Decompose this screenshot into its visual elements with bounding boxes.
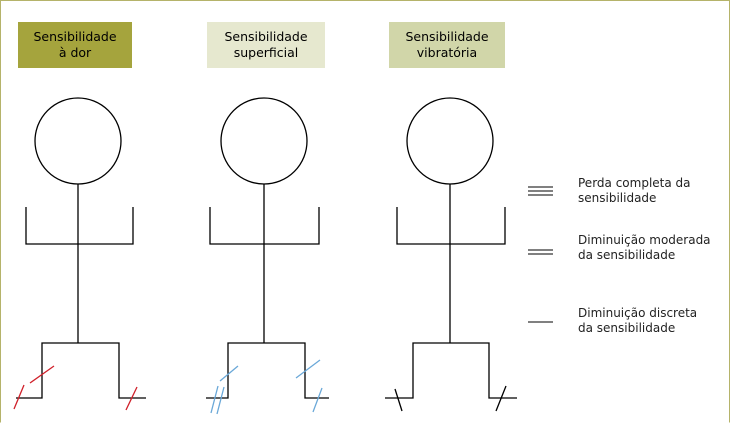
figure-arms [396,207,506,245]
legend-label-complete-loss: Perda completa da sensibilidade [578,176,691,205]
legend-label-moderate-decrease: Diminuição moderada da sensibilidade [578,233,711,262]
stick-figure-superficial [206,97,329,399]
legend-symbol-complete-loss [528,186,553,196]
legend-label-discrete-decrease: Diminuição discreta da sensibilidade [578,306,698,335]
mark-vibratory-lower-right [495,385,507,412]
header-vibratory-sensitivity: Sensibilidade vibratória [389,22,505,68]
figure-head [220,97,308,185]
mark-vibratory-lower-left [394,388,403,412]
header-superficial-sensitivity: Sensibilidade superficial [207,22,325,68]
stick-figure-vibratory [385,97,517,399]
figure-arms [25,207,134,245]
figure-legs [206,342,329,399]
mark-superficial-lower-left-a [210,385,219,414]
header-pain-sensitivity: Sensibilidade à dor [18,22,132,68]
mark-pain-lower-right [125,386,138,411]
stick-figure-pain [16,97,146,399]
figure-head [34,97,122,185]
mark-superficial-upper-right [295,359,321,379]
mark-pain-lower-left [13,384,25,410]
figure-arms [209,207,320,245]
figure-legs [16,342,146,399]
mark-pain-upper-left [29,365,55,384]
marks-vibratory [394,385,507,412]
figure-head [406,97,494,185]
mark-superficial-lower-left-b [216,386,225,415]
mark-superficial-lower-right [312,387,323,413]
figure-legs [385,342,517,399]
mark-superficial-upper-left [219,365,239,382]
marks-pain [13,365,138,411]
marks-superficial [210,359,323,415]
legend-symbol-moderate-decrease [528,249,553,255]
